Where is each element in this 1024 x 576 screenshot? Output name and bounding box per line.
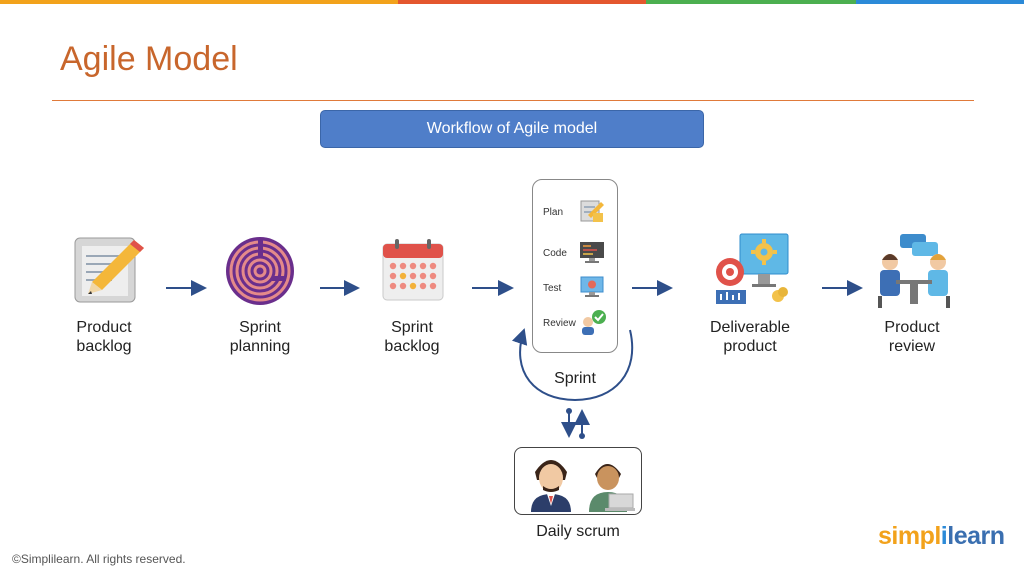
step-test-label: Test bbox=[543, 283, 562, 294]
top-bar-yellow bbox=[0, 0, 398, 4]
stage-label-line1: Sprint bbox=[391, 319, 433, 336]
manager-avatar-icon bbox=[531, 460, 571, 512]
top-bar-blue bbox=[856, 0, 1024, 4]
daily-scrum-box bbox=[514, 447, 642, 515]
notepad-pencil-icon bbox=[74, 237, 144, 303]
title-underline bbox=[52, 100, 974, 101]
maze-icon bbox=[226, 237, 294, 305]
stage-label-line2: backlog bbox=[76, 338, 132, 355]
stage-label-line1: Product bbox=[76, 319, 132, 336]
stage-label-line2: review bbox=[888, 338, 936, 355]
stage-label-line1: Sprint bbox=[239, 319, 281, 336]
copyright-text: ©Simplilearn. All rights reserved. bbox=[12, 552, 186, 566]
employee-laptop-icon bbox=[589, 464, 635, 512]
stage-product-backlog-label: Product backlog bbox=[54, 318, 154, 356]
top-color-bar bbox=[0, 0, 1024, 4]
logo-part-i: i bbox=[940, 522, 948, 550]
stage-product-review-label: Product review bbox=[862, 318, 962, 356]
monitor-gear-icon bbox=[716, 233, 789, 304]
stage-sprint-planning-label: Sprint planning bbox=[210, 318, 310, 356]
logo-part-learn: learn bbox=[947, 522, 1005, 550]
code-screen-icon bbox=[580, 242, 604, 263]
step-code-label: Code bbox=[543, 248, 567, 259]
stage-label-line2: backlog bbox=[384, 338, 440, 355]
stage-label-line1: Deliverable bbox=[709, 319, 791, 336]
daily-scrum-label: Daily scrum bbox=[536, 523, 620, 540]
plan-pencil-icon bbox=[580, 200, 604, 222]
stage-sprint-backlog-label: Sprint backlog bbox=[362, 318, 462, 356]
workflow-banner: Workflow of Agile model bbox=[320, 110, 704, 148]
meeting-icon bbox=[878, 234, 950, 308]
step-plan-label: Plan bbox=[543, 207, 564, 218]
sprint-label: Sprint bbox=[554, 370, 596, 387]
step-review-label: Review bbox=[543, 318, 576, 329]
stage-label-line2: planning bbox=[229, 338, 291, 355]
simplilearn-logo: simplilearn bbox=[878, 522, 1005, 551]
logo-part-simpl: simpl bbox=[878, 522, 941, 550]
sprint-loop-arrow bbox=[511, 328, 634, 402]
top-bar-green bbox=[646, 0, 856, 4]
test-monitor-icon bbox=[580, 276, 604, 297]
top-bar-red bbox=[398, 0, 646, 4]
page-title: Agile Model bbox=[60, 40, 238, 78]
calendar-icon bbox=[382, 239, 444, 301]
stage-label-line2: product bbox=[723, 338, 777, 355]
sprint-box: Plan Code Test Review bbox=[532, 179, 618, 353]
stage-deliverable-product-label: Deliverable product bbox=[690, 318, 810, 356]
review-check-icon bbox=[582, 310, 606, 335]
stage-label-line1: Product bbox=[884, 319, 940, 336]
